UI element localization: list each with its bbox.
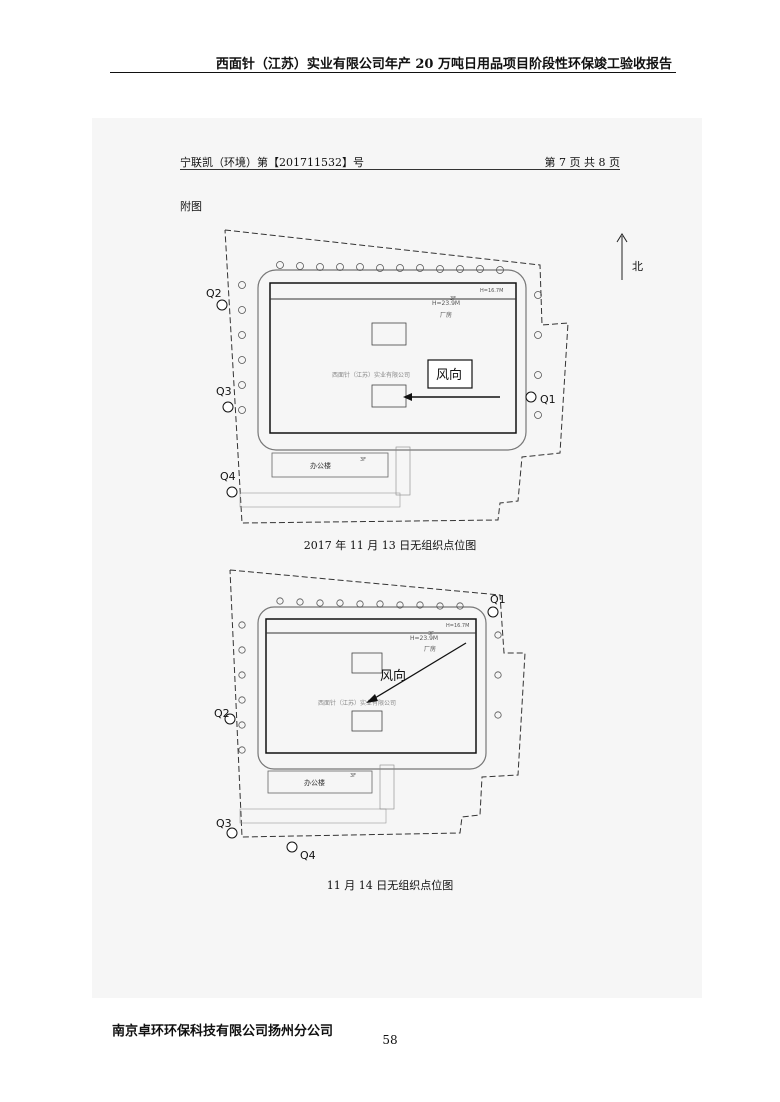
- company-name: 西面针（江苏）实业有限公司: [332, 371, 410, 379]
- wind-label: 风向: [436, 367, 462, 383]
- parking-area: [239, 492, 401, 508]
- factory-floors: 3F: [450, 296, 456, 302]
- sampling-point-q3: [222, 401, 234, 413]
- factory-height: H=23.9M: [410, 635, 438, 642]
- parking-area: [239, 808, 387, 824]
- small-height: H=16.7M: [446, 623, 469, 629]
- stairs: [379, 764, 395, 810]
- north-label: 北: [632, 260, 643, 273]
- factory-label: 厂房: [440, 311, 452, 319]
- document-reference: 宁联凯（环境）第【201711532】号: [180, 156, 364, 169]
- stairs: [395, 446, 411, 496]
- inner-structure: [371, 322, 407, 346]
- site-map-nov14: 厂房 H=23.9M 3F H=16.7M 西面针（江苏）实业有限公司 办公楼 …: [214, 569, 526, 862]
- factory-label: 厂房: [424, 645, 436, 653]
- sampling-label-q1: Q1: [490, 593, 506, 606]
- wind-label: 风向: [380, 668, 406, 684]
- wind-arrow: [369, 642, 467, 702]
- sampling-point-q3: [226, 827, 238, 839]
- sampling-point-q4: [286, 841, 298, 853]
- sampling-point-q1: [525, 391, 537, 403]
- inner-structure-2: [351, 710, 383, 732]
- office-building: [267, 770, 373, 794]
- sampling-point-q2: [216, 299, 228, 311]
- office-floors: 3F: [360, 457, 366, 463]
- site-boundary: [229, 569, 526, 838]
- report-header: 西面针（江苏）实业有限公司年产 20 万吨日用品项目阶段性环保竣工验收报告: [215, 57, 672, 72]
- company-name: 西面针（江苏）实业有限公司: [318, 699, 396, 707]
- site-boundary: [224, 229, 569, 524]
- tree-row: [238, 261, 542, 419]
- ring-road: [257, 269, 527, 451]
- sampling-label-q2: Q2: [206, 287, 222, 300]
- factory-building: [265, 618, 477, 754]
- reference-rule: [180, 169, 620, 170]
- sampling-point-q4: [226, 486, 238, 498]
- sampling-label-q4: Q4: [220, 470, 236, 483]
- map1-caption: 2017 年 11 月 13 日无组织点位图: [303, 539, 477, 552]
- inner-structure-2: [371, 384, 407, 408]
- sampling-label-q1: Q1: [540, 393, 556, 406]
- sampling-point-q1: [487, 606, 499, 618]
- footer-company: 南京卓环环保科技有限公司扬州分公司: [112, 1024, 334, 1039]
- sampling-label-q4: Q4: [300, 849, 316, 862]
- factory-building: [269, 282, 517, 434]
- sampling-label-q2: Q2: [214, 707, 230, 720]
- wind-label-box: [427, 359, 473, 389]
- office-label: 办公楼: [304, 778, 325, 787]
- north-arrow-icon: [616, 233, 628, 280]
- factory-floors: 3F: [428, 631, 434, 637]
- sampling-label-q3: Q3: [216, 817, 232, 830]
- ring-road: [257, 606, 487, 770]
- sampling-point-q2: [224, 713, 236, 725]
- tree-row: [238, 597, 502, 754]
- factory-height: H=23.9M: [432, 300, 460, 307]
- map2-caption: 11 月 14 日无组织点位图: [326, 879, 454, 892]
- scanned-page: [92, 118, 702, 998]
- sampling-label-q3: Q3: [216, 385, 232, 398]
- small-height: H=16.7M: [480, 288, 503, 294]
- page-number: 58: [382, 1033, 398, 1047]
- inner-structure: [351, 652, 383, 674]
- figure-label: 附图: [180, 200, 202, 213]
- header-rule: [110, 72, 676, 73]
- wind-arrowhead: [366, 694, 378, 703]
- office-label: 办公楼: [310, 461, 331, 470]
- site-map-nov13: 厂房 H=23.9M 3F H=16.7M 西面针（江苏）实业有限公司 办公楼 …: [206, 229, 569, 524]
- office-floors: 3F: [350, 773, 356, 779]
- page-reference: 第 7 页 共 8 页: [544, 156, 620, 169]
- wind-arrowhead: [403, 393, 412, 401]
- office-building: [271, 452, 389, 478]
